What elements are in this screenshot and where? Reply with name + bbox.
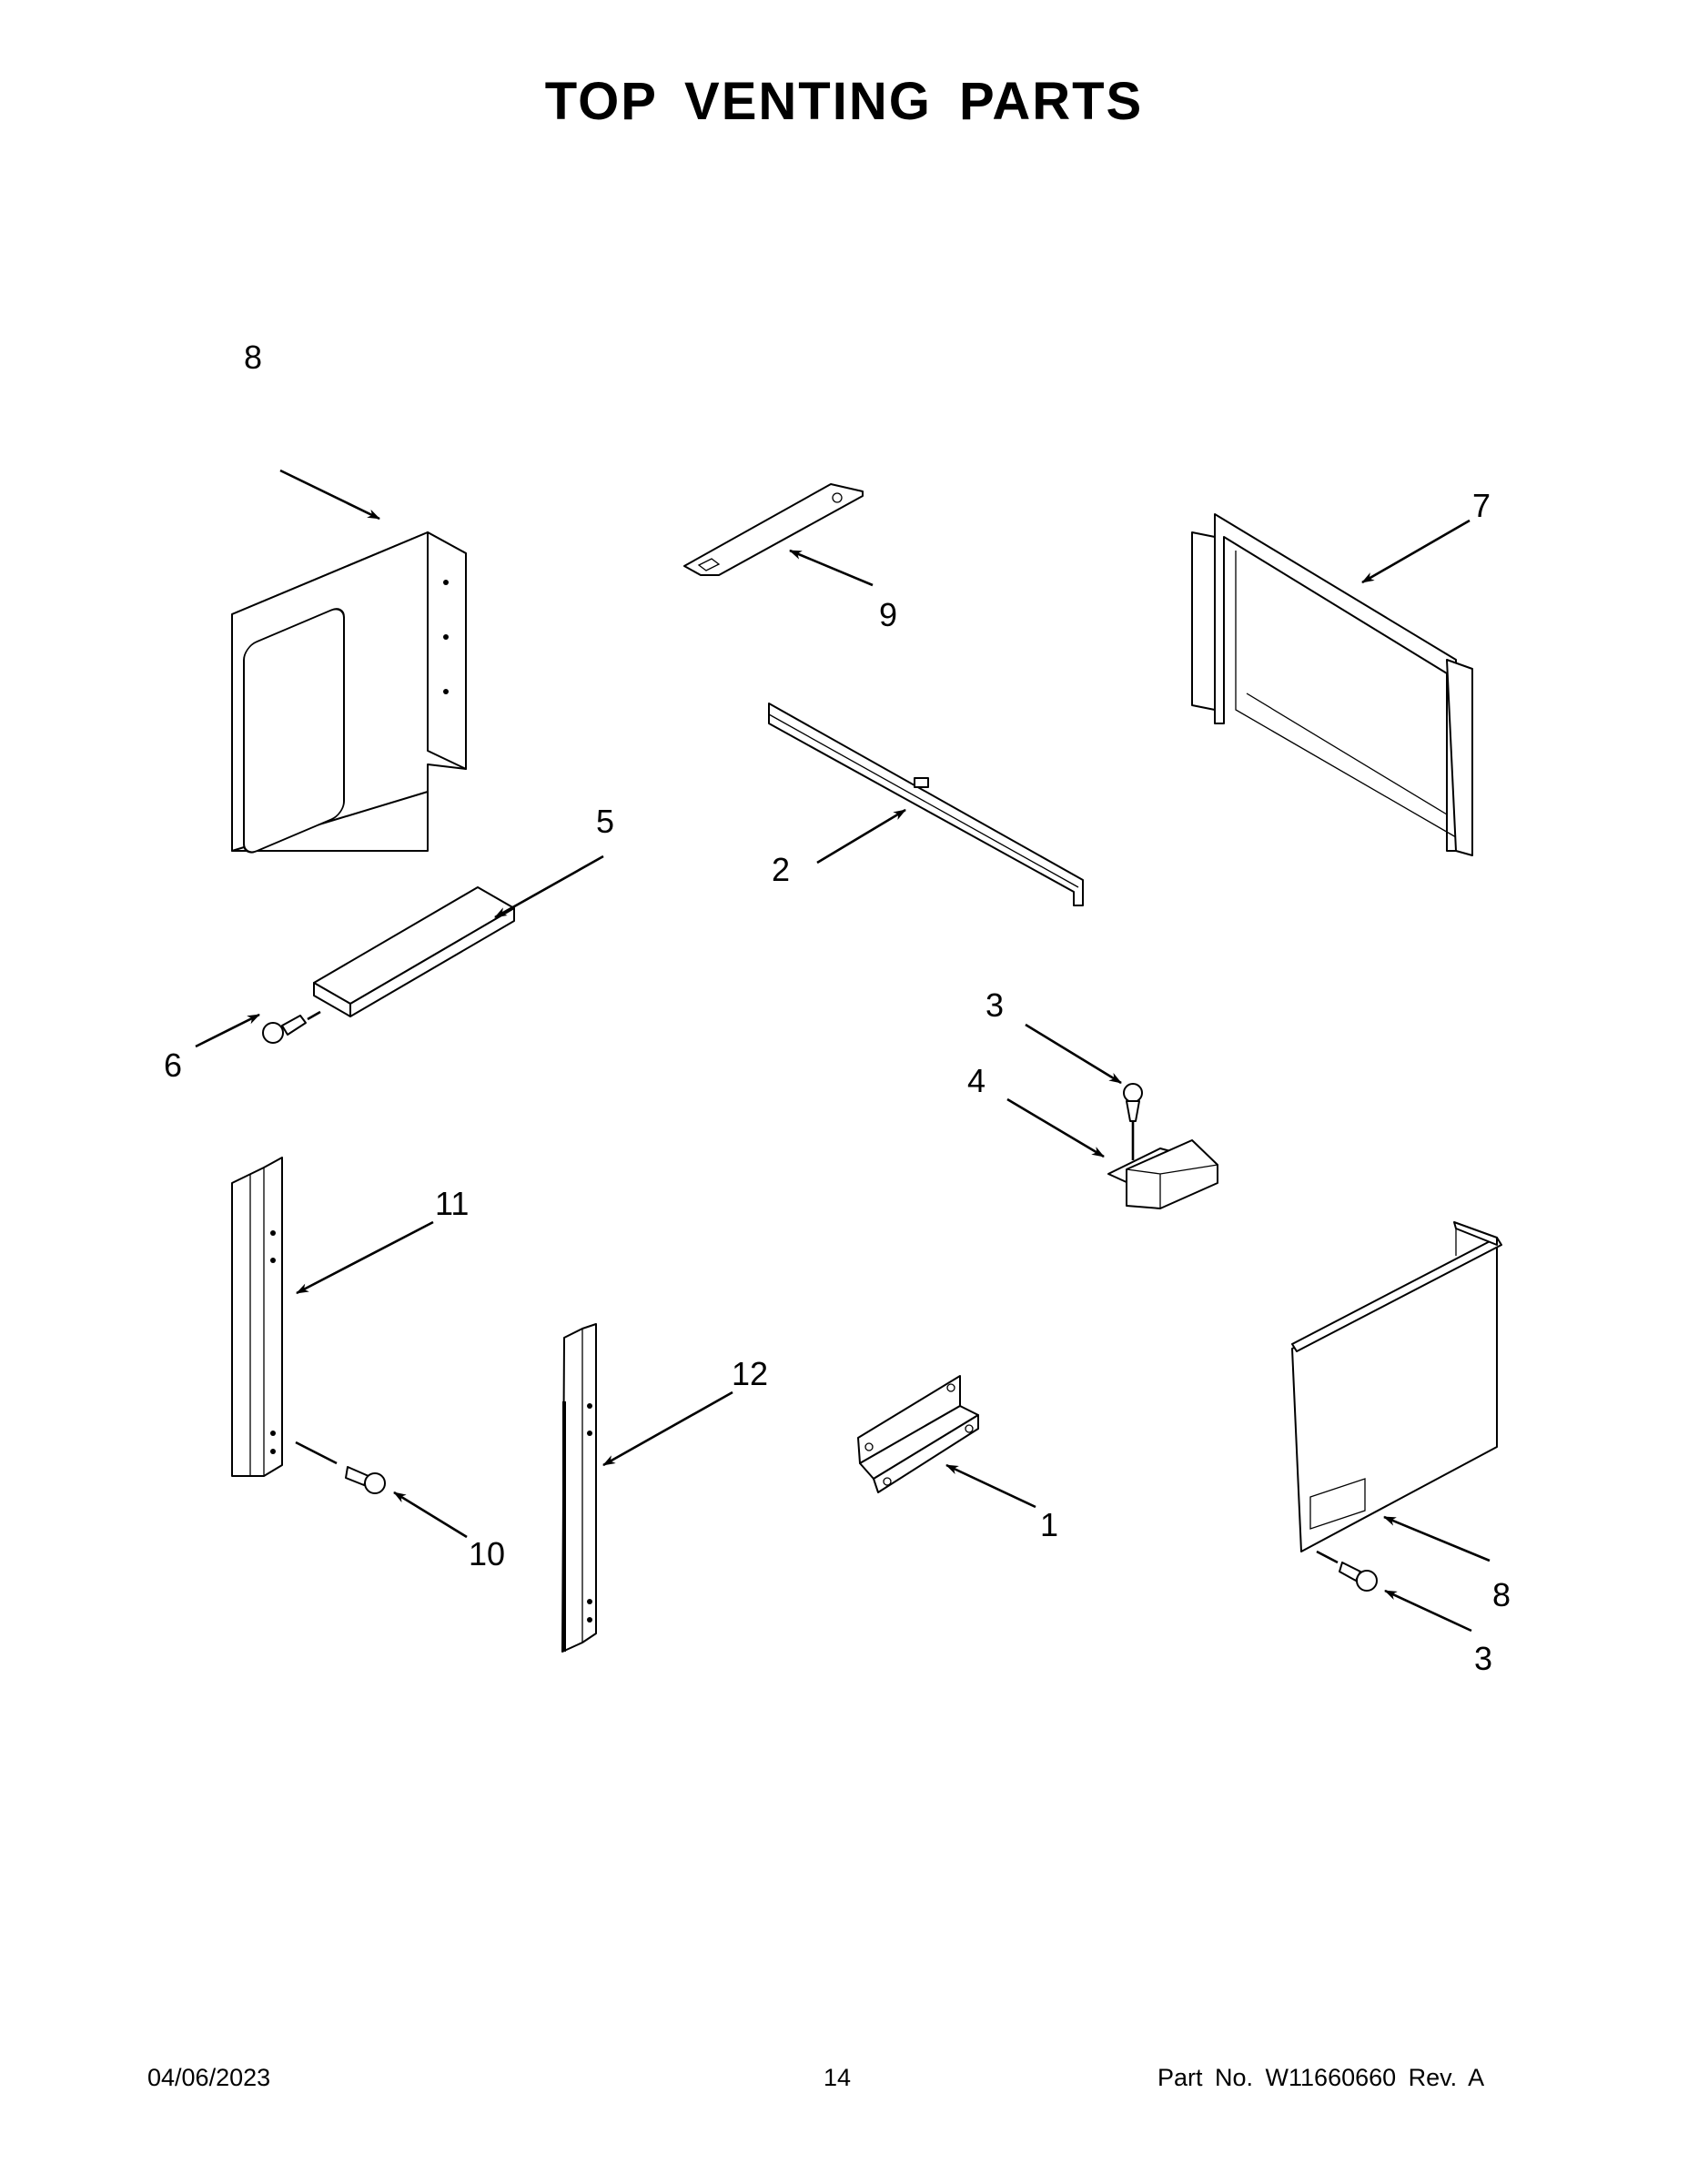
- part-9-plate: [683, 483, 864, 576]
- part-3-screw-lower: [1316, 1550, 1378, 1592]
- callout-5: 5: [596, 803, 614, 840]
- part-8-right-side-panel: [1291, 1221, 1502, 1552]
- part-5-bracket: [313, 886, 515, 1017]
- part-4-switch-housing: [1107, 1139, 1218, 1209]
- part-7-vent-frame: [1191, 513, 1473, 856]
- leader-lines: [195, 469, 1491, 1633]
- part-12-side-rail-center: [561, 1323, 597, 1653]
- footer-part-number: Part No. W11660660 Rev. A: [1157, 2064, 1485, 2091]
- callout-8-left: 8: [244, 339, 262, 376]
- callout-3-upper: 3: [986, 986, 1004, 1024]
- page-title: TOP VENTING PARTS: [544, 72, 1144, 131]
- callout-7: 7: [1472, 487, 1491, 524]
- callout-2: 2: [772, 851, 790, 888]
- callout-1: 1: [1040, 1506, 1058, 1543]
- callout-3-lower: 3: [1474, 1640, 1492, 1677]
- part-6-screw: [262, 1010, 321, 1044]
- footer-page-number: 14: [824, 2064, 852, 2091]
- callout-8-right: 8: [1492, 1576, 1511, 1613]
- callout-6: 6: [164, 1046, 182, 1084]
- part-2-rail: [768, 703, 1084, 906]
- part-1-mounting-bracket: [857, 1375, 979, 1493]
- part-3-screw-upper: [1123, 1083, 1143, 1160]
- part-11-side-rail: [231, 1157, 283, 1477]
- part-8-left-side-panel: [231, 531, 467, 854]
- callout-12: 12: [732, 1355, 768, 1392]
- part-10-screw: [295, 1441, 386, 1494]
- callout-11: 11: [435, 1185, 469, 1222]
- footer-date: 04/06/2023: [147, 2064, 271, 2091]
- callout-9: 9: [879, 596, 897, 633]
- callout-4: 4: [967, 1062, 986, 1099]
- callout-10: 10: [469, 1535, 505, 1572]
